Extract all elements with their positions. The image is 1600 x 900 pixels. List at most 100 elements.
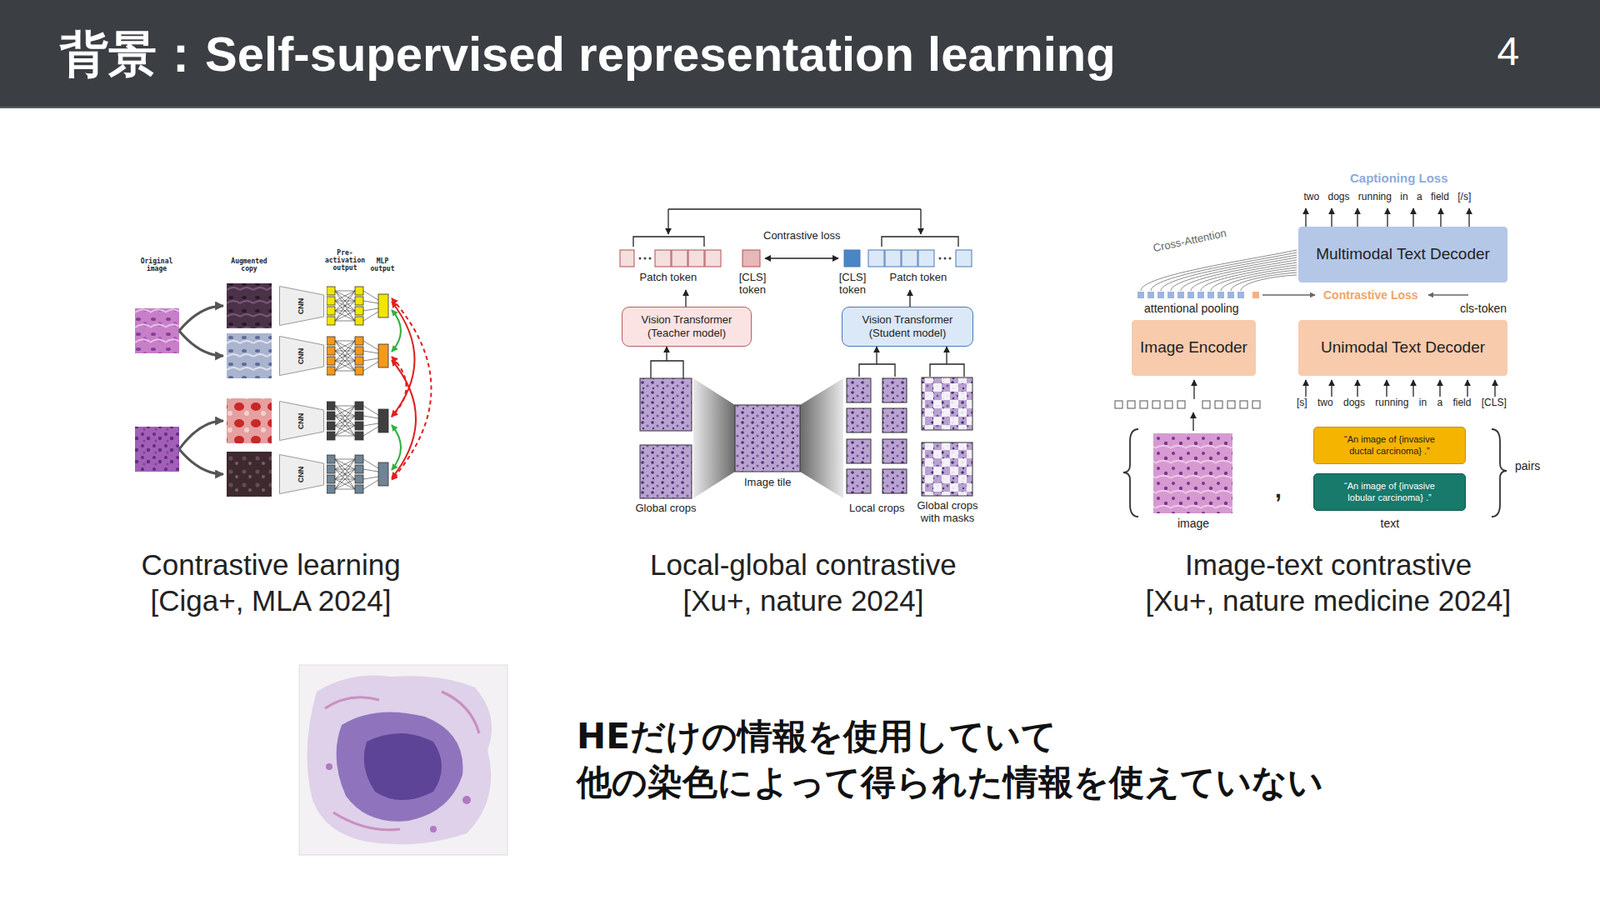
cnn-block: CNN <box>279 335 325 376</box>
contrastive-figure-part <box>135 308 180 354</box>
local-global-figure <box>620 209 973 499</box>
whole-slide-image-part <box>325 691 480 830</box>
image-text-figure-part-part <box>1157 291 1165 299</box>
whole-slide-image-part <box>325 763 471 833</box>
local-global-figure-part-part <box>742 250 760 267</box>
image-label: Local crops <box>849 502 905 515</box>
local-global-figure-part-part <box>955 250 972 267</box>
whole-slide-image-part-part <box>325 697 380 709</box>
local-global-figure-part-part <box>868 250 885 267</box>
image-text-figure-part-part <box>1207 291 1215 299</box>
block-label: CNN <box>297 412 307 430</box>
contrastive-figure-part <box>226 283 272 329</box>
image-text-figure-part-part <box>1356 380 1358 397</box>
contrastive-figure-part-part <box>179 330 224 356</box>
prompt-text: “An image of {invasive ductal carcinoma}… <box>1332 434 1447 456</box>
image-text-figure-part <box>1140 250 1297 291</box>
pooling-label: attentional pooling <box>1144 301 1240 315</box>
local-global-figure-part-part <box>846 469 871 494</box>
box-label: Vision Transformer (Teacher model) <box>627 313 746 340</box>
image-text-figure <box>1115 208 1507 517</box>
node-text-group: CNN <box>293 351 310 361</box>
contrastive-figure-part <box>326 455 389 494</box>
image-text-figure-part-part <box>1210 267 1297 291</box>
local-global-figure-part-part <box>665 346 667 361</box>
contrastive-figure-part-part <box>391 301 415 417</box>
image-text-figure-part-part <box>1167 291 1175 299</box>
local-global-figure-part-part <box>882 378 907 403</box>
figure-caption: Contrastive learning <box>141 548 401 582</box>
whole-slide-image-part-part <box>441 691 480 734</box>
teacher-box: Vision Transformer (Teacher model) <box>621 306 752 346</box>
image-text-figure-part <box>1262 294 1315 295</box>
image-text-figure-part-part <box>1494 380 1495 397</box>
local-global-figure-part-part <box>667 209 669 235</box>
image-text-figure-part-part <box>1165 400 1173 409</box>
decoder-box: Multimodal Text Decoder <box>1298 226 1508 283</box>
local-global-figure-part-part <box>649 257 652 260</box>
local-global-figure-part <box>921 377 973 430</box>
encoder-box: Image Encoder <box>1131 320 1256 376</box>
contrastive-figure-part <box>226 451 272 497</box>
local-global-figure-part <box>735 405 800 472</box>
separator: , <box>1275 476 1282 504</box>
local-global-figure-part <box>620 250 760 267</box>
cnn-block: CNN <box>279 285 325 326</box>
local-global-figure-part <box>800 378 844 499</box>
image-text-figure-part-part <box>1305 380 1306 397</box>
contrastive-figure-part-part <box>391 356 407 417</box>
block-label: CNN <box>297 297 307 315</box>
local-global-figure-part-part <box>881 236 959 247</box>
local-global-figure-part-part <box>882 408 907 433</box>
local-global-figure-part-part <box>918 250 935 267</box>
image-text-figure-part-part <box>1240 275 1297 291</box>
cnn-block: CNN <box>279 454 325 495</box>
node-text-group: Image Encoder <box>1140 338 1248 358</box>
image-text-figure-part <box>1153 433 1233 514</box>
image-text-figure-part-part <box>1140 400 1148 409</box>
local-global-figure-part-part <box>846 439 871 464</box>
image-text-figure-part-part <box>1356 208 1358 227</box>
key-message: HEだけの情報を使用していて <box>576 716 1057 757</box>
image-text-figure-part-part <box>1330 208 1332 227</box>
whole-slide-image-part-part <box>430 825 437 833</box>
whole-slide-image-part-part <box>333 812 400 830</box>
image-text-figure-part-part <box>1187 291 1195 299</box>
cnn-block: CNN <box>279 400 325 441</box>
image-text-figure-part <box>1428 294 1469 295</box>
student-box: Vision Transformer (Student model) <box>841 306 974 346</box>
token-label: [CLS] token <box>734 271 771 297</box>
box-label: Vision Transformer (Student model) <box>847 313 968 340</box>
image-text-figure-part-part <box>1230 272 1297 291</box>
image-text-figure-part-part <box>1177 400 1185 409</box>
contrastive-figure-part-part <box>179 449 224 475</box>
local-global-figure-part <box>939 257 952 260</box>
image-text-figure-part-part <box>1240 400 1248 409</box>
page-number: 4 <box>1497 28 1520 75</box>
image-text-figure-part-part <box>1220 270 1297 291</box>
contrastive-figure-part <box>326 286 389 325</box>
local-global-figure-part-part <box>930 364 965 377</box>
contrastive-figure-part <box>226 333 272 379</box>
contrastive-figure-part <box>326 336 389 375</box>
local-global-figure-part-part <box>650 360 684 379</box>
contrastive-figure-part-part <box>391 425 401 470</box>
local-global-figure-part <box>633 209 965 379</box>
node-text-group: Vision Transformer (Student model) <box>847 313 968 340</box>
local-global-figure-part <box>921 442 973 496</box>
local-global-figure-part-part <box>655 250 671 267</box>
block-label: CNN <box>297 347 307 365</box>
node-text-group: CNN <box>293 416 310 426</box>
token-sequence: [s] two dogs running in a field [CLS] <box>1296 397 1507 410</box>
contrastive-figure-part <box>226 398 272 444</box>
image-label: Image tile <box>744 476 791 490</box>
contrastive-figure-part-part <box>391 310 401 352</box>
key-message: 他の染色によって得られた情報を使えていない <box>576 762 1324 803</box>
image-text-figure-part-part <box>1468 208 1470 227</box>
image-text-figure-part-part <box>1160 255 1297 291</box>
image-text-figure-part-part <box>1252 400 1260 409</box>
image-text-figure-part-part <box>1305 208 1306 227</box>
whole-slide-image-part-part <box>325 763 333 770</box>
local-global-figure-part-part <box>644 257 647 260</box>
image-text-figure-part-part <box>1215 400 1223 409</box>
